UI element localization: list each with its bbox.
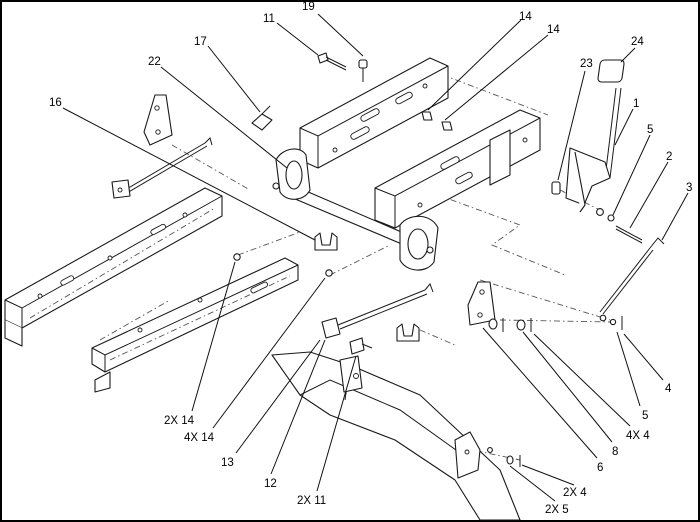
callout-24: 24 — [631, 36, 644, 48]
callout-17: 17 — [194, 36, 207, 48]
callout-11: 11 — [263, 13, 275, 25]
front-lower-rail — [91, 257, 299, 393]
callout-22: 22 — [148, 56, 161, 68]
left-rod — [111, 137, 213, 199]
callout-13: 13 — [221, 457, 234, 469]
actuation-rod — [599, 237, 665, 326]
callout-14: 14 — [519, 11, 532, 23]
callout-3: 3 — [686, 182, 692, 194]
leader-lines — [62, 13, 689, 502]
callout-6: 6 — [597, 462, 603, 474]
callout-2x-4: 2X 4 — [563, 487, 587, 499]
cross-shaft-assembly — [272, 148, 439, 271]
callout-labels: 19 11 14 14 17 24 22 23 1 16 5 2 3 4 5 4… — [49, 1, 692, 516]
right-seat-rail — [374, 109, 541, 229]
callout-2x-14: 2X 14 — [164, 415, 195, 427]
fasteners — [233, 52, 453, 355]
callout-12: 12 — [264, 478, 277, 490]
callout-5: 5 — [647, 124, 653, 136]
adjustment-lever — [551, 59, 643, 244]
saddle-clip — [314, 232, 420, 342]
callout-5: 5 — [642, 410, 648, 422]
callout-14: 14 — [547, 24, 560, 36]
callout-8: 8 — [612, 446, 618, 458]
seat-base-frame — [271, 351, 521, 521]
callout-2x-5: 2X 5 — [545, 504, 569, 516]
callout-4x-4: 4X 4 — [626, 430, 650, 442]
left-seat-rail — [4, 187, 223, 347]
callout-2: 2 — [666, 151, 672, 163]
pivot-plate — [467, 281, 623, 332]
callout-4x-14: 4X 14 — [184, 432, 215, 444]
callout-4: 4 — [665, 383, 672, 395]
callout-2x-11: 2X 11 — [297, 495, 326, 507]
lower-link-rod — [321, 283, 434, 339]
callout-1: 1 — [633, 98, 639, 110]
callout-23: 23 — [580, 58, 593, 70]
callout-16: 16 — [49, 97, 62, 109]
left-pivot-bracket — [143, 94, 173, 146]
callout-19: 19 — [302, 1, 315, 13]
